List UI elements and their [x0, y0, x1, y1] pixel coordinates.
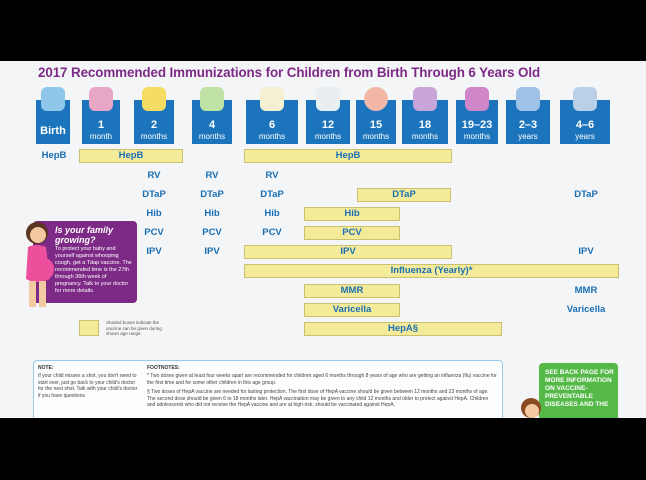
age-col-1m: 1 month — [82, 87, 120, 144]
ipv-dose-4-6y: IPV — [578, 246, 594, 257]
age-num: Birth — [40, 125, 66, 137]
see-back-page-callout: SEE BACK PAGE FOR MORE INFORMATION ON VA… — [539, 363, 618, 418]
age-col-2m: 2 months — [134, 87, 174, 144]
rv-dose-2m: RV — [147, 170, 161, 181]
duck-icon — [142, 87, 166, 111]
age-unit: months — [140, 132, 168, 141]
age-unit: months — [198, 132, 226, 141]
ipv-bar-6-18m: IPV — [244, 245, 452, 259]
rv-dose-4m: RV — [205, 170, 219, 181]
child-illustration — [521, 398, 541, 418]
pregnancy-tdap-callout: Is your family growing? To protect your … — [33, 221, 137, 303]
age-unit: month — [89, 132, 113, 141]
varicella-dose-4-6y: Varicella — [566, 304, 606, 315]
legend-text: Shaded boxes indicate the vaccine can be… — [106, 320, 162, 336]
age-unit: years — [575, 132, 595, 141]
age-num: 19–23 — [461, 119, 493, 131]
note-text: If your child misses a shot, you don't n… — [38, 373, 138, 399]
hib-dose-2m: Hib — [146, 208, 162, 219]
hepb-bar-1-2m: HepB — [79, 149, 183, 163]
notes-footnotes-box: NOTE: If your child misses a shot, you d… — [33, 360, 503, 418]
age-col-19-23m: 19–23 months — [456, 87, 498, 144]
age-unit: months — [362, 132, 390, 141]
baby-carriage-icon — [41, 87, 65, 111]
baby-food-icon — [260, 87, 284, 111]
age-col-12m: 12 months — [306, 87, 350, 144]
age-col-birth: Birth — [36, 87, 70, 144]
ipv-dose-2m: IPV — [146, 246, 162, 257]
pcv-bar-12-15m: PCV — [304, 226, 400, 240]
age-num: 2–3 — [518, 119, 538, 131]
age-num: 15 — [369, 119, 383, 131]
age-col-4m: 4 months — [192, 87, 232, 144]
footnotes-heading: FOOTNOTES: — [147, 365, 180, 371]
rattle-icon — [89, 87, 113, 111]
hib-dose-4m: Hib — [204, 208, 220, 219]
dtap-dose-4m: DTaP — [200, 189, 224, 200]
rv-dose-6m: RV — [265, 170, 279, 181]
age-num: 18 — [418, 119, 432, 131]
age-num: 12 — [321, 119, 335, 131]
tricycle-icon — [516, 87, 540, 111]
hepb-dose-birth: HepB — [41, 150, 67, 161]
age-num: 6 — [268, 119, 276, 131]
footnote-hepa: § Two doses of HepA vaccine are needed f… — [147, 389, 489, 408]
age-unit: months — [314, 132, 342, 141]
callout-body: To protect your baby and yourself agains… — [55, 246, 132, 294]
pcv-dose-2m: PCV — [144, 227, 164, 238]
ring-stacker-icon — [413, 87, 437, 111]
sheep-icon — [316, 87, 340, 111]
page-title: 2017 Recommended Immunizations for Child… — [38, 65, 541, 80]
age-col-4-6y: 4–6 years — [560, 87, 610, 144]
pcv-dose-6m: PCV — [262, 227, 282, 238]
age-col-18m: 18 months — [402, 87, 448, 144]
hepb-bar-6-18m: HepB — [244, 149, 452, 163]
hepa-bar-12-23m: HepA§ — [304, 322, 502, 336]
dtap-dose-6m: DTaP — [260, 189, 284, 200]
backpack-icon — [573, 87, 597, 111]
schedule-sheet: 2017 Recommended Immunizations for Child… — [0, 61, 646, 418]
footnotes-text: * Two doses given at least four weeks ap… — [147, 373, 497, 409]
footnote-influenza: * Two doses given at least four weeks ap… — [147, 373, 497, 386]
teething-ring-icon — [200, 87, 224, 111]
mmr-dose-4-6y: MMR — [574, 285, 598, 296]
age-unit: years — [518, 132, 538, 141]
mmr-bar-12-15m: MMR — [304, 284, 400, 298]
callout-heading: Is your family growing? — [55, 225, 114, 245]
hib-bar-12-15m: Hib — [304, 207, 400, 221]
dtap-dose-2m: DTaP — [142, 189, 166, 200]
age-num: 2 — [150, 119, 158, 131]
pregnant-mother-illustration — [26, 222, 54, 307]
ball-icon — [364, 87, 388, 111]
toy-train-icon — [465, 87, 489, 111]
pcv-dose-4m: PCV — [202, 227, 222, 238]
age-col-2-3y: 2–3 years — [506, 87, 550, 144]
hib-dose-6m: Hib — [264, 208, 280, 219]
ipv-dose-4m: IPV — [204, 246, 220, 257]
varicella-bar-12-15m: Varicella — [304, 303, 400, 317]
age-col-6m: 6 months — [246, 87, 298, 144]
age-num: 4 — [208, 119, 216, 131]
age-unit: months — [258, 132, 286, 141]
note-heading: NOTE: — [38, 365, 54, 371]
age-num: 4–6 — [575, 119, 595, 131]
age-unit: months — [411, 132, 439, 141]
dtap-dose-4-6y: DTaP — [574, 189, 598, 200]
legend-shaded-swatch — [79, 320, 99, 336]
dtap-bar-15-18m: DTaP — [357, 188, 451, 202]
age-num: 1 — [97, 119, 105, 131]
age-unit: months — [463, 132, 491, 141]
influenza-bar: Influenza (Yearly)* — [244, 264, 619, 278]
age-col-15m: 15 months — [356, 87, 396, 144]
